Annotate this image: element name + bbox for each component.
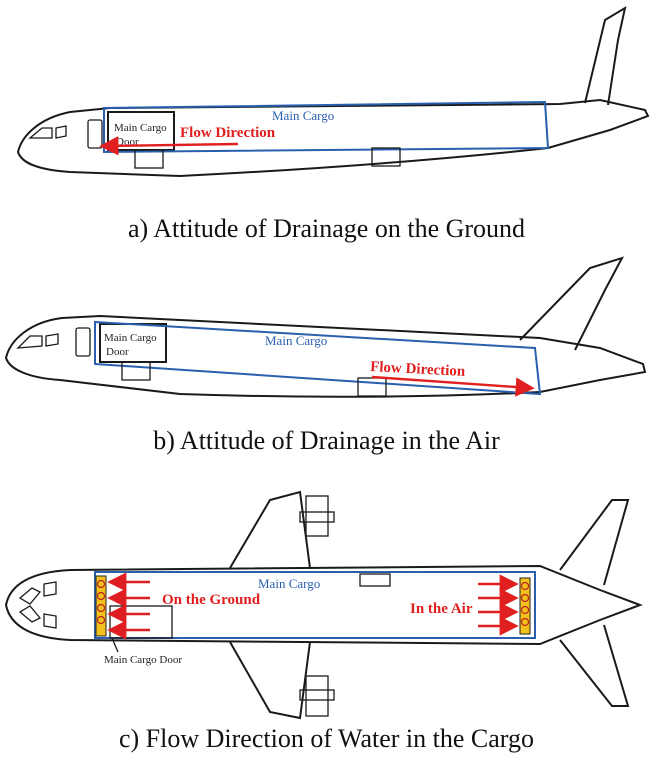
- front-drain-strip: [95, 575, 107, 637]
- aircraft-top-view: Main Cargo On the Ground In the Air Main…: [4, 490, 643, 720]
- caption-a: a) Attitude of Drainage on the Ground: [127, 214, 526, 243]
- aircraft-side-view-ground: Main Cargo Main Cargo Door Flow Directio…: [16, 5, 650, 178]
- flow-direction-label: Flow Direction: [180, 125, 276, 141]
- main-cargo-door-label: Main Cargo Door: [104, 654, 182, 666]
- main-cargo-label-b: Main Cargo: [265, 333, 327, 348]
- caption-b: b) Attitude of Drainage in the Air: [153, 426, 500, 455]
- aircraft-side-view-air: Main Cargo Main Cargo Door Flow Directio…: [4, 256, 647, 398]
- main-cargo-label-c: Main Cargo: [258, 576, 320, 591]
- cargo-door-label-line1: Main Cargo: [114, 122, 167, 134]
- flow-arrow-left: [99, 136, 239, 156]
- caption-c: c) Flow Direction of Water in the Cargo: [118, 724, 534, 753]
- on-the-ground-label: On the Ground: [162, 592, 261, 608]
- flow-direction-label-b: Flow Direction: [370, 359, 466, 380]
- flow-arrow-right: [371, 375, 535, 397]
- main-cargo-label: Main Cargo: [272, 108, 334, 123]
- cargo-door-label-b-line2: Door: [106, 346, 129, 358]
- in-the-air-label: In the Air: [410, 601, 473, 617]
- cargo-door-label-b-line1: Main Cargo: [104, 332, 157, 344]
